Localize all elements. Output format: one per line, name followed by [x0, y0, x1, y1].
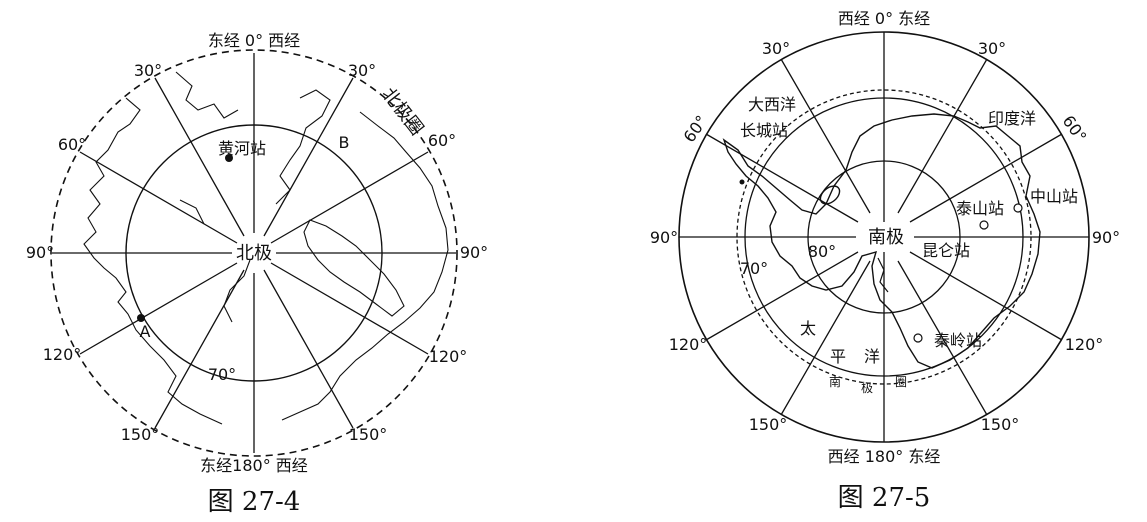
fig1-caption: 图 27-4	[208, 487, 301, 517]
ice-shelf-line	[877, 257, 889, 293]
qinling-station-label: 秦岭站	[934, 331, 982, 350]
arctic-circle-line	[50, 49, 458, 457]
fig2-lon-right-90: 90°	[1092, 228, 1120, 247]
arctic-coastlines	[83, 71, 449, 425]
changcheng-station-label: 长城站	[740, 121, 788, 140]
taishan-station-label: 泰山站	[956, 199, 1004, 218]
arctic-map: 东经 0° 西经 东经180° 西经 北极 北极圈 70° 黄河站 A B 30…	[26, 31, 488, 517]
fig1-lon-left-150: 150°	[121, 425, 160, 444]
huanghe-station-label: 黄河站	[218, 139, 266, 158]
fig1-lat-70-label: 70°	[208, 365, 236, 384]
fig2-lon-left-60: 60°	[680, 112, 712, 146]
fig1-top-meridian: 东经 0° 西经	[208, 31, 300, 50]
atlantic-ocean-label: 大西洋	[748, 95, 796, 114]
fig1-lon-left-60: 60°	[58, 135, 86, 154]
fig1-lon-left-120: 120°	[43, 345, 82, 364]
taishan-station-marker	[979, 220, 989, 230]
fig2-bottom-meridian: 西经 180° 东经	[828, 447, 941, 466]
fig1-lon-right-60: 60°	[428, 131, 456, 150]
point-a-marker	[137, 314, 145, 322]
fig2-lon-left-120: 120°	[669, 335, 708, 354]
fig2-lon-left-30: 30°	[762, 39, 790, 58]
fig1-bottom-meridian: 东经180° 西经	[200, 456, 308, 475]
point-b-label: B	[339, 133, 350, 152]
meridian-lines	[679, 32, 1089, 442]
kunlun-station-label: 昆仑站	[922, 241, 970, 260]
fig1-lon-right-30: 30°	[348, 61, 376, 80]
fig1-lon-right-120: 120°	[429, 347, 468, 366]
fig2-lat-80-label: 80°	[808, 242, 836, 261]
antarctic-circle-char-2: 极	[861, 381, 879, 395]
fig2-top-meridian: 西经 0° 东经	[838, 9, 930, 28]
point-a-label: A	[140, 322, 151, 341]
antarctic-circle-char-1: 南	[829, 374, 847, 389]
fig2-pole-label: 南极	[868, 227, 904, 248]
fig2-lon-right-120: 120°	[1065, 335, 1104, 354]
fig2-lon-right-150: 150°	[981, 415, 1020, 434]
fig2-lat-70-label: 70°	[740, 259, 768, 278]
huanghe-station-marker	[225, 154, 233, 162]
indian-ocean-label: 印度洋	[988, 109, 1036, 128]
fig2-lon-right-60: 60°	[1059, 112, 1091, 146]
fig1-lon-left-90: 90°	[26, 243, 54, 262]
antarctica-coastline	[722, 113, 1041, 369]
antarctic-circle-char-3: 圈	[895, 375, 913, 389]
fig2-caption: 图 27-5	[838, 483, 931, 513]
pacific-label-3: 洋	[864, 347, 880, 366]
fig2-lon-left-150: 150°	[749, 415, 788, 434]
zhongshan-station-label: 中山站	[1030, 187, 1078, 206]
antarctic-map: 西经 0° 东经 西经 180° 东经 南极 80° 70° 大西洋 印度洋 太…	[650, 9, 1120, 513]
fig1-lon-left-30: 30°	[134, 61, 162, 80]
peninsula-loop	[819, 185, 841, 205]
meridian-lines	[52, 53, 456, 453]
pacific-label-2: 平	[830, 347, 846, 366]
changcheng-station-marker	[739, 179, 745, 185]
pacific-label-1: 太	[800, 319, 816, 338]
fig1-pole-label: 北极	[236, 243, 272, 264]
fig2-lon-right-30: 30°	[978, 39, 1006, 58]
zhongshan-station-marker	[1013, 203, 1023, 213]
fig1-lon-right-90: 90°	[460, 243, 488, 262]
qinling-station-marker	[913, 333, 923, 343]
fig1-lon-right-150: 150°	[349, 425, 388, 444]
fig2-lon-left-90: 90°	[650, 228, 678, 247]
